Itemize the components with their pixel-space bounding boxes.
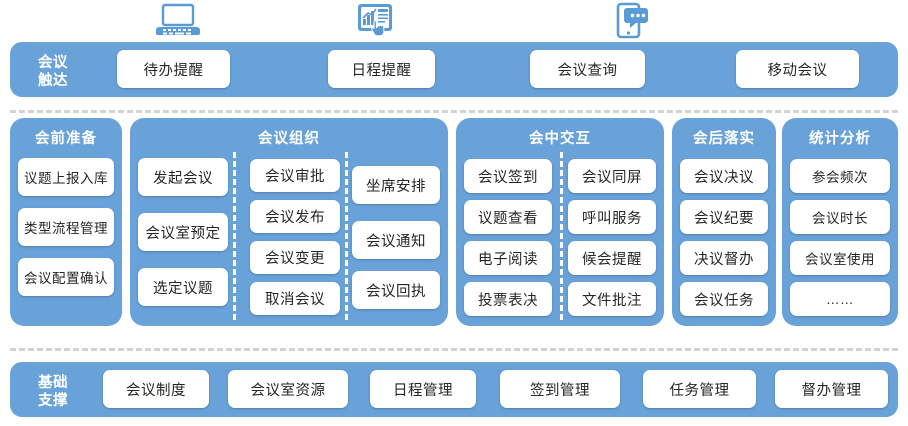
group-1-col-1-item-3[interactable]: 取消会议 bbox=[250, 282, 340, 315]
divider-top bbox=[10, 110, 898, 113]
group-2-col-1-item-3[interactable]: 文件批注 bbox=[568, 282, 656, 316]
support-item-0[interactable]: 会议制度 bbox=[103, 370, 209, 408]
laptop-icon bbox=[156, 2, 200, 40]
group-3-item-1[interactable]: 会议纪要 bbox=[680, 200, 768, 234]
group-2-col-1-item-1[interactable]: 呼叫服务 bbox=[568, 200, 656, 234]
group-2-col-1-item-0[interactable]: 会议同屏 bbox=[568, 159, 656, 193]
group-2-col-0-item-0[interactable]: 会议签到 bbox=[464, 159, 552, 193]
group-1-col-2-item-1[interactable]: 会议通知 bbox=[352, 221, 440, 259]
group-0-item-1[interactable]: 类型流程管理 bbox=[18, 208, 114, 246]
group-2-col-1-item-2[interactable]: 候会提醒 bbox=[568, 241, 656, 275]
reach-item-3[interactable]: 移动会议 bbox=[736, 50, 859, 88]
group-1-col-2-item-0[interactable]: 坐席安排 bbox=[352, 166, 440, 204]
group-2-col-0-item-2[interactable]: 电子阅读 bbox=[464, 241, 552, 275]
group-title-4: 统计分析 bbox=[809, 131, 871, 147]
group-title-3: 会后落实 bbox=[693, 131, 755, 147]
support-item-1[interactable]: 会议室资源 bbox=[228, 370, 348, 408]
group-1-col-0-item-2[interactable]: 选定议题 bbox=[138, 268, 228, 306]
group-1-divider-b bbox=[345, 152, 348, 320]
group-1-col-2-item-2[interactable]: 会议回执 bbox=[352, 271, 440, 309]
group-0-item-2[interactable]: 会议配置确认 bbox=[18, 258, 114, 296]
group-title-1: 会议组织 bbox=[258, 131, 320, 147]
group-1-col-1-item-0[interactable]: 会议审批 bbox=[250, 159, 340, 192]
reach-item-2[interactable]: 会议查询 bbox=[530, 50, 645, 88]
reach-item-1[interactable]: 日程提醒 bbox=[328, 50, 435, 88]
group-title-2: 会中交互 bbox=[529, 131, 591, 147]
support-item-2[interactable]: 日程管理 bbox=[370, 370, 476, 408]
support-item-3[interactable]: 签到管理 bbox=[500, 370, 620, 408]
group-3-item-2[interactable]: 决议督办 bbox=[680, 241, 768, 275]
support-band-label: 基础 支撑 bbox=[38, 375, 68, 409]
group-1-col-1-item-1[interactable]: 会议发布 bbox=[250, 200, 340, 233]
group-1-col-1-item-2[interactable]: 会议变更 bbox=[250, 241, 340, 274]
group-3-item-3[interactable]: 会议任务 bbox=[680, 282, 768, 316]
group-1-divider-a bbox=[233, 152, 236, 320]
support-item-4[interactable]: 任务管理 bbox=[643, 370, 756, 408]
channel-icon-row bbox=[0, 0, 908, 42]
reach-item-0[interactable]: 待办提醒 bbox=[117, 50, 230, 88]
reach-band-label: 会议 触达 bbox=[38, 55, 68, 89]
tablet-chart-touch-icon bbox=[353, 2, 397, 40]
group-4-item-1[interactable]: 会议时长 bbox=[790, 200, 890, 234]
group-2-divider-a bbox=[560, 152, 563, 320]
group-4-item-3[interactable]: …… bbox=[790, 282, 890, 316]
group-1-col-0-item-1[interactable]: 会议室预定 bbox=[138, 213, 228, 251]
smartphone-message-icon bbox=[609, 2, 653, 40]
group-0-item-0[interactable]: 议题上报入库 bbox=[18, 158, 114, 196]
group-1-col-0-item-0[interactable]: 发起会议 bbox=[138, 158, 228, 196]
support-item-5[interactable]: 督办管理 bbox=[775, 370, 888, 408]
divider-bottom bbox=[10, 348, 898, 351]
group-title-0: 会前准备 bbox=[35, 131, 97, 147]
group-4-item-0[interactable]: 参会频次 bbox=[790, 159, 890, 193]
group-4-item-2[interactable]: 会议室使用 bbox=[790, 241, 890, 275]
group-2-col-0-item-3[interactable]: 投票表决 bbox=[464, 282, 552, 316]
group-3-item-0[interactable]: 会议决议 bbox=[680, 159, 768, 193]
group-2-col-0-item-1[interactable]: 议题查看 bbox=[464, 200, 552, 234]
